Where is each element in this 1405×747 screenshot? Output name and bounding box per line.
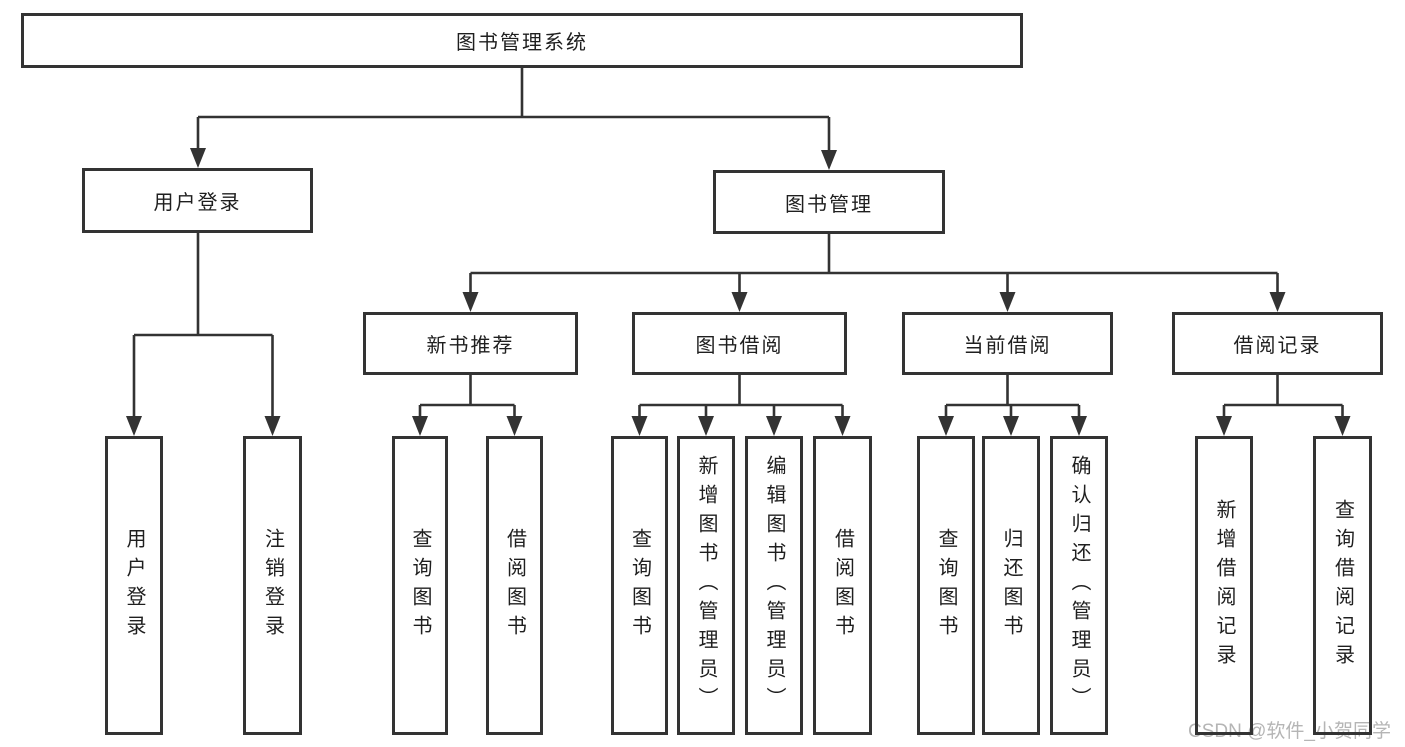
leaf-logout: 注销登录 [243,436,302,735]
arrowhead-icon [264,416,281,436]
node-current-borrow-label: 当前借阅 [963,335,1052,357]
connector-borrow-records [1222,375,1344,418]
leaf-query-book-1-label: 查询图书 [409,527,431,644]
arrowhead-icon [462,292,479,312]
arrowhead-icon [938,416,954,436]
connector-book-management [469,234,1279,294]
arrowhead-icon [126,416,142,436]
arrowhead-icon [506,416,523,436]
leaf-confirm-return-admin-label: 确认归还（管理员） [1068,455,1090,716]
leaf-query-book-3: 查询图书 [917,436,975,735]
node-book-management-label: 图书管理 [785,193,873,216]
node-book-borrow-label: 图书借阅 [695,335,784,357]
leaf-borrow-book-1: 借阅图书 [486,436,543,735]
arrowhead-icon [1071,416,1087,436]
node-book-borrow: 图书借阅 [632,312,847,375]
leaf-query-borrow-record-label: 查询借阅记录 [1331,498,1354,673]
arrowhead-icon [1269,292,1286,312]
node-root: 图书管理系统 [21,13,1023,68]
leaf-add-book-admin-label: 新增图书（管理员） [695,455,717,716]
node-new-book-recommend: 新书推荐 [363,312,578,375]
leaf-query-book-1: 查询图书 [392,436,448,735]
node-new-book-recommend-label: 新书推荐 [426,335,515,357]
arrowhead-icon [190,148,206,168]
leaf-edit-book-admin: 编辑图书（管理员） [745,436,803,735]
node-borrow-records: 借阅记录 [1172,312,1383,375]
watermark: CSDN @软件_小贺同学 [1188,721,1391,742]
connector-current-borrow [944,375,1081,418]
arrowhead-icon [412,416,428,436]
node-current-borrow: 当前借阅 [902,312,1113,375]
connector-root [196,68,831,152]
leaf-add-borrow-record: 新增借阅记录 [1195,436,1253,735]
arrowhead-icon [731,292,748,312]
leaf-add-borrow-record-label: 新增借阅记录 [1213,498,1235,673]
leaf-logout-label: 注销登录 [261,527,284,644]
arrowhead-icon [1216,416,1232,436]
leaf-borrow-book-2-label: 借阅图书 [831,527,854,644]
arrowhead-icon [698,416,714,436]
arrowhead-icon [1003,416,1019,436]
node-book-management: 图书管理 [713,170,945,234]
node-user-login: 用户登录 [82,168,313,233]
leaf-query-book-2-label: 查询图书 [628,527,651,644]
leaf-add-book-admin: 新增图书（管理员） [677,436,735,735]
leaf-return-book-label: 归还图书 [1000,527,1022,644]
node-borrow-records-label: 借阅记录 [1233,335,1322,357]
leaf-borrow-book-2: 借阅图书 [813,436,872,735]
leaf-query-book-2: 查询图书 [611,436,668,735]
arrowhead-icon [631,416,648,436]
arrowhead-icon [1334,416,1351,436]
arrowhead-icon [821,150,837,170]
arrowhead-icon [999,292,1016,312]
node-user-login-label: 用户登录 [153,192,242,214]
leaf-query-borrow-record: 查询借阅记录 [1313,436,1372,735]
connector-book-borrow [638,375,844,418]
leaf-query-book-3-label: 查询图书 [935,527,957,644]
leaf-confirm-return-admin: 确认归还（管理员） [1050,436,1108,735]
leaf-borrow-book-1-label: 借阅图书 [503,527,526,644]
connector-new-book [418,375,516,418]
connector-user-login [132,233,274,418]
leaf-edit-book-admin-label: 编辑图书（管理员） [763,455,785,716]
leaf-user-login-label: 用户登录 [123,527,145,644]
arrowhead-icon [766,416,782,436]
node-root-label: 图书管理系统 [456,32,588,54]
leaf-user-login: 用户登录 [105,436,163,735]
arrowhead-icon [834,416,851,436]
leaf-return-book: 归还图书 [982,436,1040,735]
